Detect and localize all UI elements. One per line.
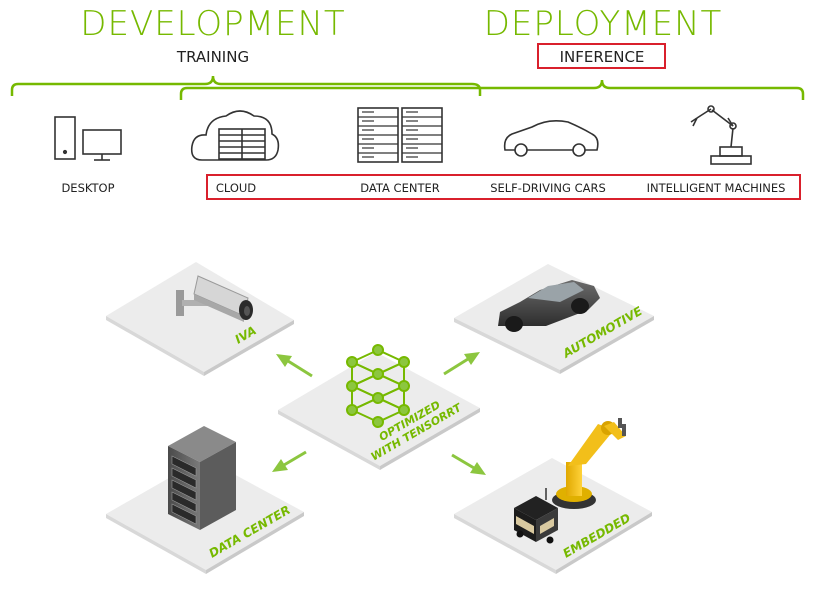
cloud-icon <box>190 110 280 161</box>
deployment-targets-highlight-box <box>206 174 801 200</box>
arrow-to-automotive <box>443 352 480 376</box>
desktop-icon <box>54 116 122 161</box>
inference-bracket <box>179 79 805 100</box>
platform-center <box>278 352 480 470</box>
arrow-to-data-center <box>272 450 307 472</box>
arrow-to-embedded <box>451 453 486 475</box>
server-tower-icon <box>168 426 236 530</box>
car-icon <box>503 120 599 157</box>
category-label-desktop: DESKTOP <box>61 181 114 195</box>
neural-network-icon <box>346 344 410 428</box>
development-title: DEVELOPMENT <box>80 4 345 44</box>
automotive-car-icon <box>498 280 600 332</box>
category-label-cloud: CLOUD <box>216 181 256 195</box>
category-label-data-center: DATA CENTER <box>360 181 439 195</box>
security-camera-icon <box>176 275 253 322</box>
deployment-title: DEPLOYMENT <box>484 4 723 44</box>
inference-label: INFERENCE <box>560 48 645 66</box>
arrow-to-iva <box>276 354 313 378</box>
robot-arm-embedded-icon <box>552 418 626 509</box>
server-rack-icon <box>357 107 443 163</box>
training-bracket <box>10 75 482 96</box>
category-label-self-driving-cars: SELF-DRIVING CARS <box>490 181 606 195</box>
category-label-intelligent-machines: INTELLIGENT MACHINES <box>647 181 786 195</box>
inference-highlight-box <box>537 43 666 69</box>
training-label: TRAINING <box>176 48 249 66</box>
platform-iva <box>106 262 294 376</box>
robot-arm-icon <box>690 105 752 165</box>
delivery-robot-icon <box>514 488 558 544</box>
